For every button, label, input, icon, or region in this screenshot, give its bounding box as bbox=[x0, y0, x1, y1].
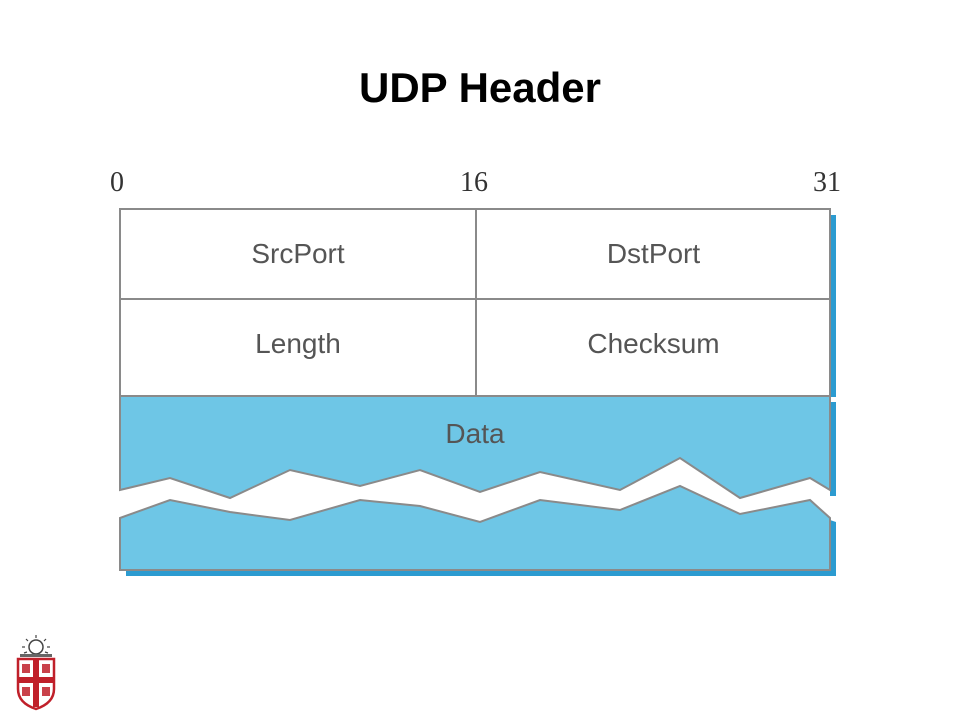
field-length: Length bbox=[255, 328, 341, 359]
bit-label-middle: 16 bbox=[460, 167, 488, 198]
data-block-lower-shadow bbox=[126, 570, 836, 576]
field-data: Data bbox=[445, 418, 505, 449]
data-block-upper-shadow bbox=[830, 402, 836, 496]
data-block-lower bbox=[119, 484, 831, 571]
bit-label-start: 0 bbox=[110, 167, 124, 198]
header-shadow bbox=[830, 215, 836, 397]
data-block-upper bbox=[119, 395, 831, 500]
university-shield-icon bbox=[16, 635, 56, 711]
field-dstport: DstPort bbox=[606, 238, 701, 269]
field-checksum: Checksum bbox=[587, 328, 720, 359]
bit-label-end: 31 bbox=[813, 167, 841, 198]
data-block-lower-side-shadow bbox=[830, 520, 836, 576]
field-srcport: SrcPort bbox=[251, 238, 345, 269]
slide-title: UDP Header bbox=[359, 64, 601, 111]
